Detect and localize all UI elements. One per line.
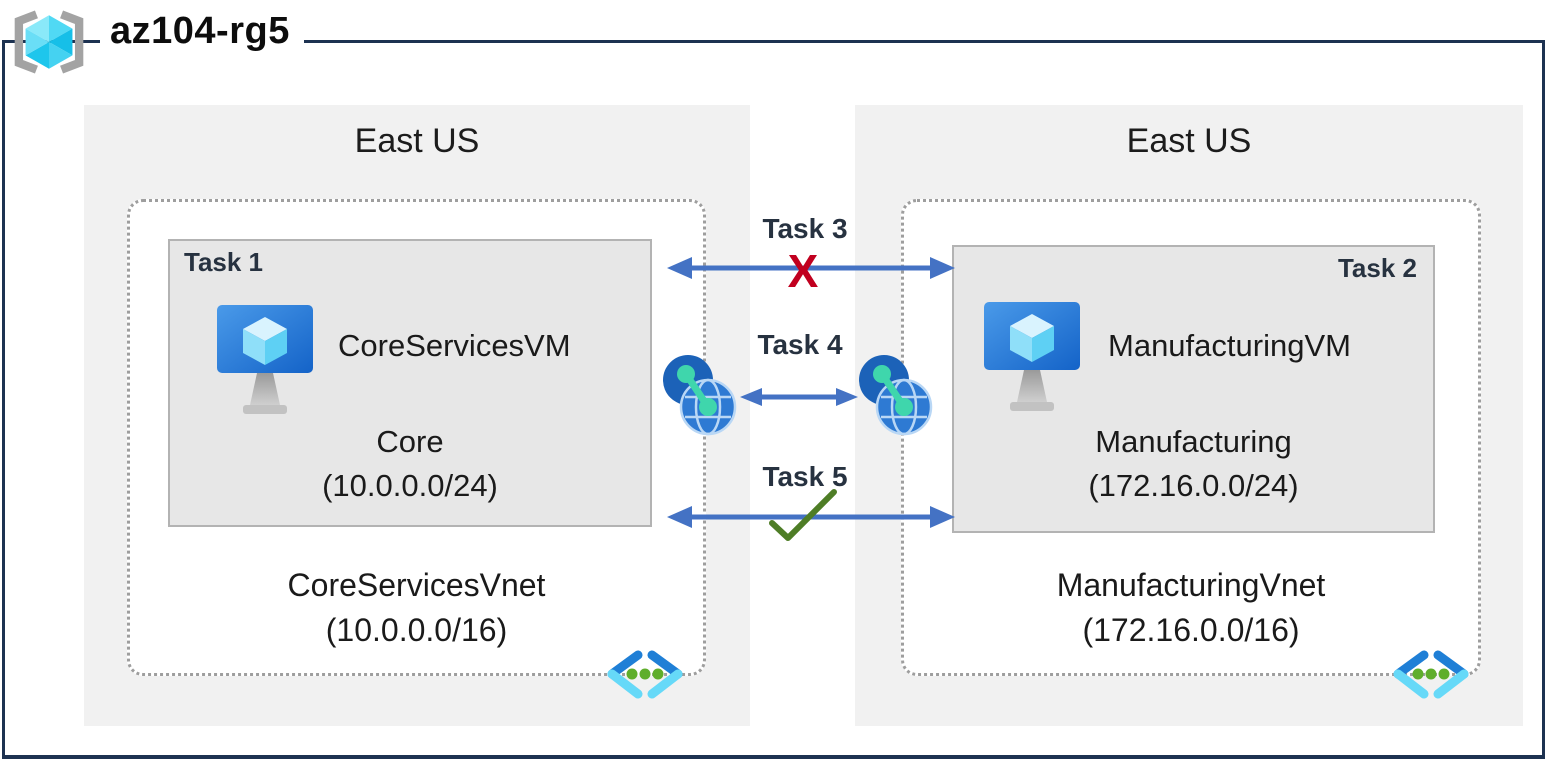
subnet-cidr-right: (172.16.0.0/24) [1088,468,1299,503]
vnet-name-left: CoreServicesVnet [287,567,546,603]
blocked-x-icon: X [787,245,819,297]
vnet-icon-left [607,650,683,699]
task4-arrow [740,388,858,406]
vnet-name-right: ManufacturingVnet [1056,567,1326,603]
check-icon [769,489,837,541]
cube-glyph [25,15,73,69]
resource-group-frame [2,40,1545,759]
vm-name-left: CoreServicesVM [338,328,571,363]
region-title-left: East US [354,122,480,160]
peering-icon-right [859,355,933,436]
vnet-icon-right [1393,650,1469,699]
peering-icon-left [663,355,737,436]
subnet-box-core: Task 1 [168,239,652,527]
task3-arrow [667,257,955,279]
resource-group-icon [14,10,84,74]
task1-label: Task 1 [184,247,264,277]
task5-label: Task 5 [762,461,848,492]
subnet-name-right: Manufacturing [1095,424,1292,459]
subnet-name-left: Core [376,424,444,459]
resource-group-title: az104-rg5 [100,6,304,59]
task4-label: Task 4 [757,329,843,360]
vm-name-right: ManufacturingVM [1108,328,1351,363]
task2-label: Task 2 [1337,253,1417,283]
vnet-cidr-left: (10.0.0.0/16) [325,612,508,648]
task3-label: Task 3 [762,213,848,244]
region-title-right: East US [1126,122,1252,160]
vm-icon-right [984,302,1080,411]
vnet-cidr-right: (172.16.0.0/16) [1082,612,1300,648]
subnet-cidr-left: (10.0.0.0/24) [322,468,498,503]
vm-icon-left [217,305,313,414]
